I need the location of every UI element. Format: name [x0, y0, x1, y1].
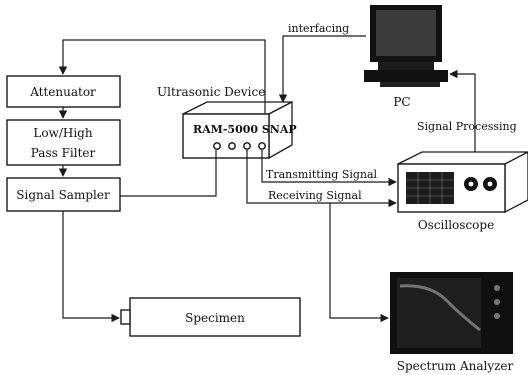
pc-screen	[376, 10, 436, 56]
device-port-1	[213, 142, 221, 150]
device-model-label: RAM-5000 SNAP	[193, 123, 297, 136]
signal-sampler-block: Signal Sampler	[6, 177, 121, 212]
wire-signal-processing	[449, 69, 476, 152]
spectrum-analyzer-screen	[397, 278, 481, 348]
signal-sampler-label: Signal Sampler	[16, 188, 110, 202]
wire-receiving-signal	[246, 150, 397, 208]
wire-interfacing	[278, 35, 366, 103]
device-port-4	[258, 142, 266, 150]
low-high-pass-filter-block: Low/High Pass Filter	[6, 119, 121, 166]
spectrum-analyzer	[390, 272, 513, 354]
spectrum-analyzer-label: Spectrum Analyzer	[397, 359, 514, 373]
wire-transmitting-signal	[261, 150, 397, 187]
wire-device-to-attenuator	[58, 39, 266, 114]
attenuator-label: Attenuator	[29, 85, 96, 99]
device-port-3	[243, 142, 251, 150]
filter-label-line1: Low/High	[33, 126, 92, 140]
signal-processing-label: Signal Processing	[417, 120, 517, 133]
transducer-probe	[120, 309, 131, 325]
ultrasonic-device-label: Ultrasonic Device	[157, 85, 265, 99]
ultrasonic-device: RAM-5000 SNAP	[182, 100, 297, 160]
interfacing-label: interfacing	[288, 22, 349, 35]
device-port-2	[228, 142, 236, 150]
transmitting-signal-label: Transmitting Signal	[266, 168, 378, 181]
wire-sampler-to-device	[120, 150, 217, 197]
receiving-signal-label: Receiving Signal	[268, 189, 362, 202]
oscilloscope-label: Oscilloscope	[418, 218, 494, 232]
attenuator-block: Attenuator	[6, 75, 121, 108]
specimen-block: Specimen	[120, 297, 301, 337]
oscilloscope	[397, 151, 528, 214]
filter-label-line2: Pass Filter	[31, 146, 96, 160]
pc-base	[364, 70, 448, 82]
wire-to-spectrum-analyzer	[329, 203, 389, 323]
wire-sampler-to-specimen	[62, 211, 120, 323]
pc-computer	[364, 5, 448, 87]
pc-label: PC	[393, 95, 410, 109]
specimen-label: Specimen	[185, 311, 245, 325]
